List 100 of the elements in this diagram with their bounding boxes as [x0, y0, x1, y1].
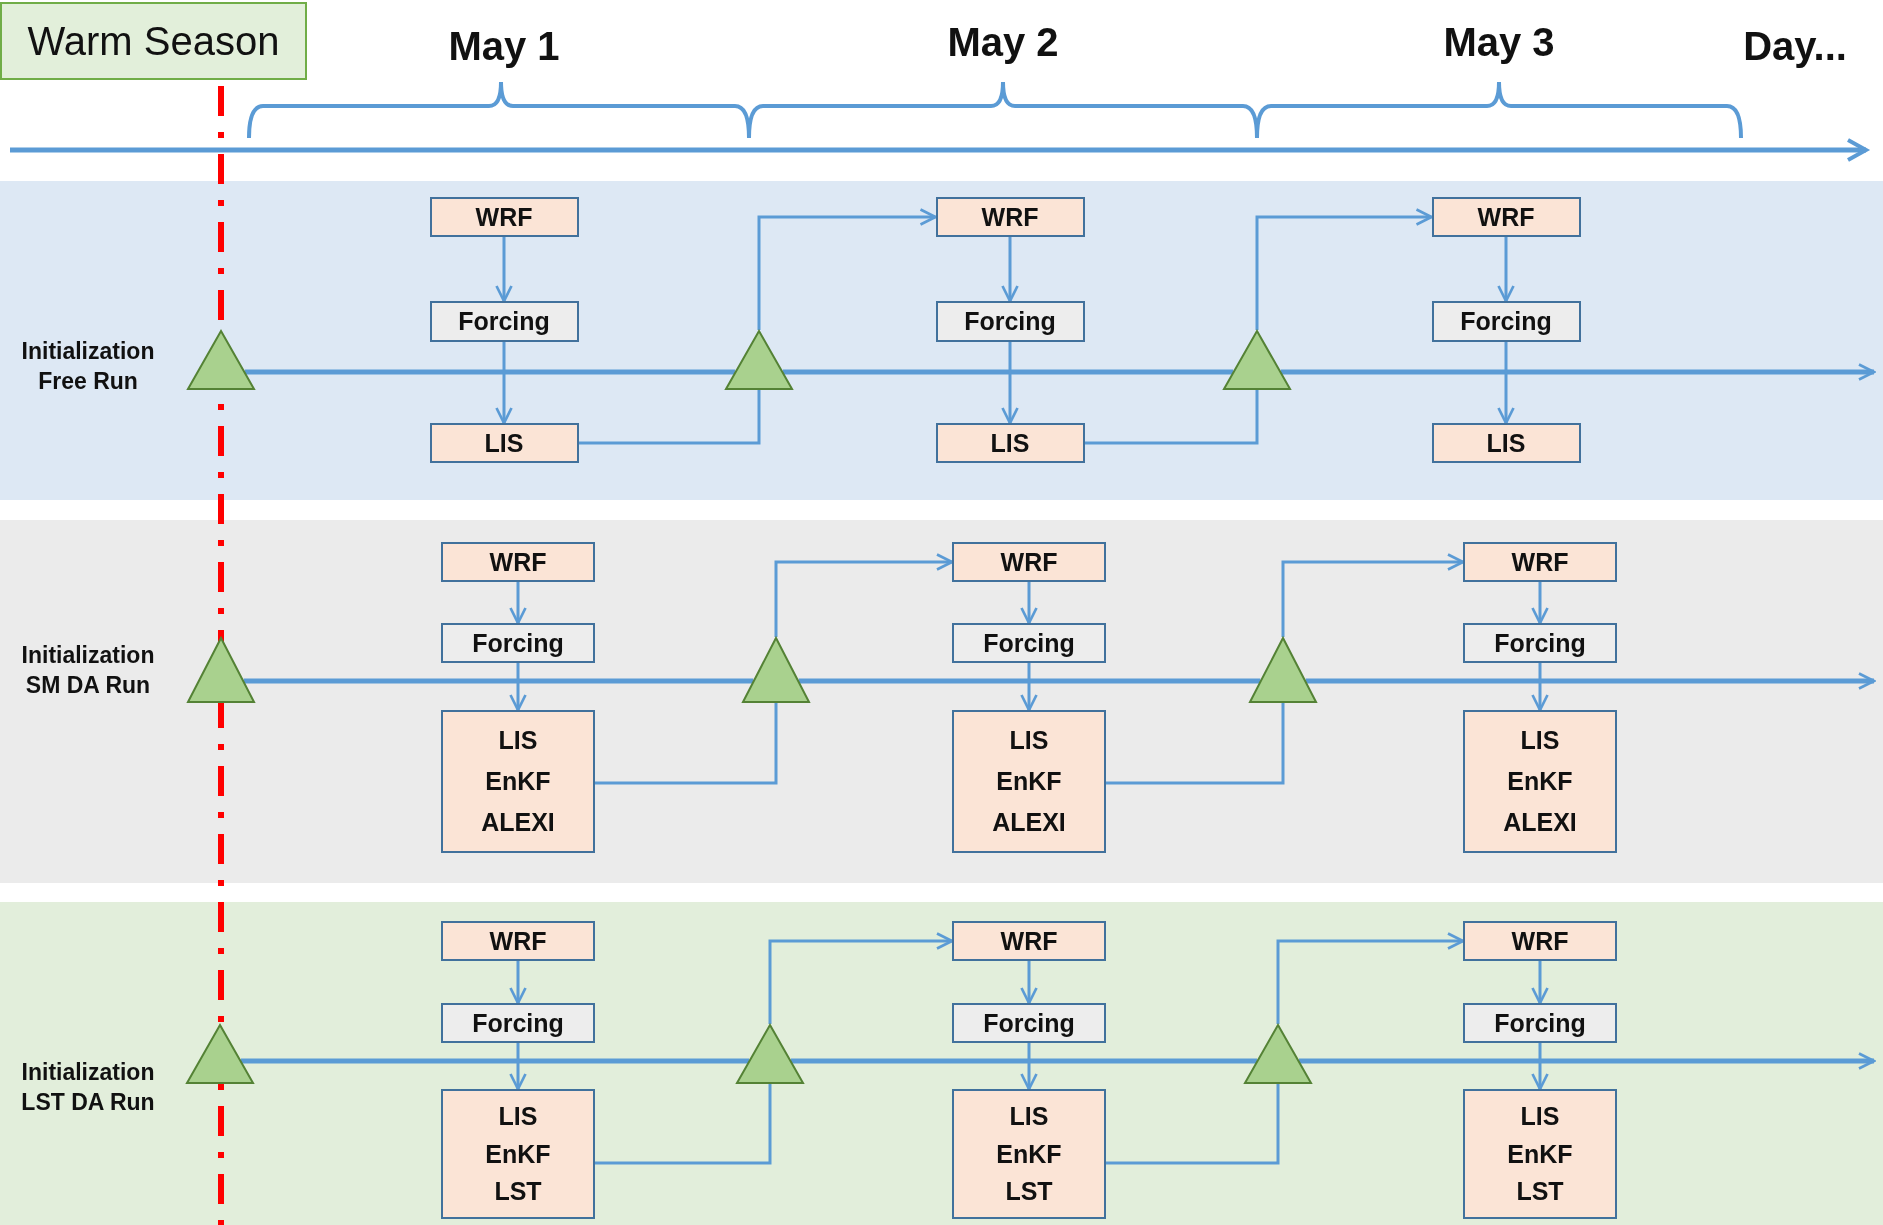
connector-line [244, 369, 736, 375]
triangle-symbol [1223, 330, 1291, 390]
triangle-symbol [187, 330, 255, 390]
arrow [1280, 363, 1876, 381]
box-label: WRF [1511, 928, 1569, 954]
box-label: WRF [1477, 204, 1535, 230]
arrow [768, 932, 954, 1024]
process-box [952, 710, 1106, 853]
process-box [1463, 921, 1617, 961]
arrow [509, 1043, 527, 1091]
box-label: ALEXI [1503, 810, 1577, 835]
process-box [1431, 423, 1581, 463]
process-box [429, 301, 579, 342]
row-label: Initialization SM DA Run [20, 641, 156, 700]
process-box [952, 921, 1106, 961]
box-label: EnKF [996, 769, 1062, 794]
box-label: LIS [1009, 1103, 1049, 1129]
arrow [1020, 1043, 1038, 1091]
arrow [509, 582, 527, 625]
box-label: EnKF [485, 769, 551, 794]
connector-line [790, 1058, 1258, 1064]
arrow [1020, 663, 1038, 712]
box-label: WRF [489, 549, 547, 575]
box-label: Forcing [1494, 1010, 1586, 1036]
box-label: LIS [1520, 728, 1560, 753]
box-label: EnKF [1507, 769, 1573, 794]
arrow [509, 663, 527, 712]
box-label: LIS [1520, 1103, 1560, 1129]
process-box [441, 710, 595, 853]
process-box [429, 423, 579, 463]
box-label: LIS [1486, 430, 1526, 456]
day-label: May 2 [946, 19, 1060, 66]
row-label: Initialization LST DA Run [20, 1058, 156, 1117]
box-label: WRF [1000, 549, 1058, 575]
process-box [441, 623, 595, 663]
triangle-symbol [186, 1024, 254, 1084]
connector-line [1084, 390, 1259, 445]
arrow [1276, 932, 1465, 1024]
row-label: Initialization Free Run [20, 337, 156, 396]
row-band [0, 902, 1883, 1225]
process-box [935, 423, 1085, 463]
triangle-symbol [742, 637, 810, 703]
connector-line [782, 369, 1234, 375]
arrow [1497, 237, 1515, 303]
row-band [0, 181, 1883, 500]
arrow [1001, 342, 1019, 425]
connector-line [240, 1058, 750, 1064]
day-label: May 3 [1442, 19, 1556, 66]
box-label: Forcing [964, 309, 1056, 334]
connector-line [243, 678, 754, 684]
box-label: ALEXI [481, 810, 555, 835]
box-label: LST [1516, 1179, 1564, 1205]
process-box [1463, 542, 1617, 582]
box-label: Forcing [1494, 630, 1586, 656]
box-label: WRF [1511, 549, 1569, 575]
arrow [1531, 1043, 1549, 1091]
arrow [495, 237, 513, 303]
connector-line [595, 1084, 772, 1165]
box-label: LIS [484, 430, 524, 456]
arrow [1298, 1052, 1876, 1070]
arrow [774, 553, 954, 637]
process-box [429, 197, 579, 237]
box-label: LST [1005, 1179, 1053, 1205]
box-label: LIS [498, 1103, 538, 1129]
connector-line [1106, 1084, 1280, 1165]
box-label: EnKF [996, 1141, 1062, 1167]
process-box [1463, 623, 1617, 663]
process-box [952, 542, 1106, 582]
arrow [1020, 582, 1038, 625]
day-label: Day... [1742, 23, 1848, 70]
season-label: Warm Season [27, 18, 280, 64]
box-label: WRF [475, 204, 533, 230]
box-label: WRF [981, 204, 1039, 230]
box-label: LIS [990, 430, 1030, 456]
box-label: Forcing [983, 630, 1075, 656]
triangle-symbol [736, 1024, 804, 1084]
arrow [1255, 208, 1433, 330]
process-box [935, 301, 1085, 342]
process-box [441, 542, 595, 582]
arrow [1001, 237, 1019, 303]
season-box [0, 2, 307, 80]
process-box [1463, 1089, 1617, 1219]
connector-line [595, 703, 778, 785]
process-box [1463, 710, 1617, 853]
box-label: Forcing [983, 1010, 1075, 1036]
box-label: LIS [1009, 728, 1049, 753]
process-box [441, 921, 595, 961]
process-box [1431, 301, 1581, 342]
process-box [952, 623, 1106, 663]
box-label: LST [494, 1179, 542, 1205]
box-label: EnKF [485, 1141, 551, 1167]
day-label: May 1 [447, 23, 561, 70]
arrow [1531, 961, 1549, 1005]
process-box [441, 1089, 595, 1219]
arrow [1531, 663, 1549, 712]
box-label: WRF [1000, 928, 1058, 954]
triangle-symbol [725, 330, 793, 390]
row-band [0, 520, 1883, 883]
arrow [1497, 342, 1515, 425]
arrow [495, 342, 513, 425]
